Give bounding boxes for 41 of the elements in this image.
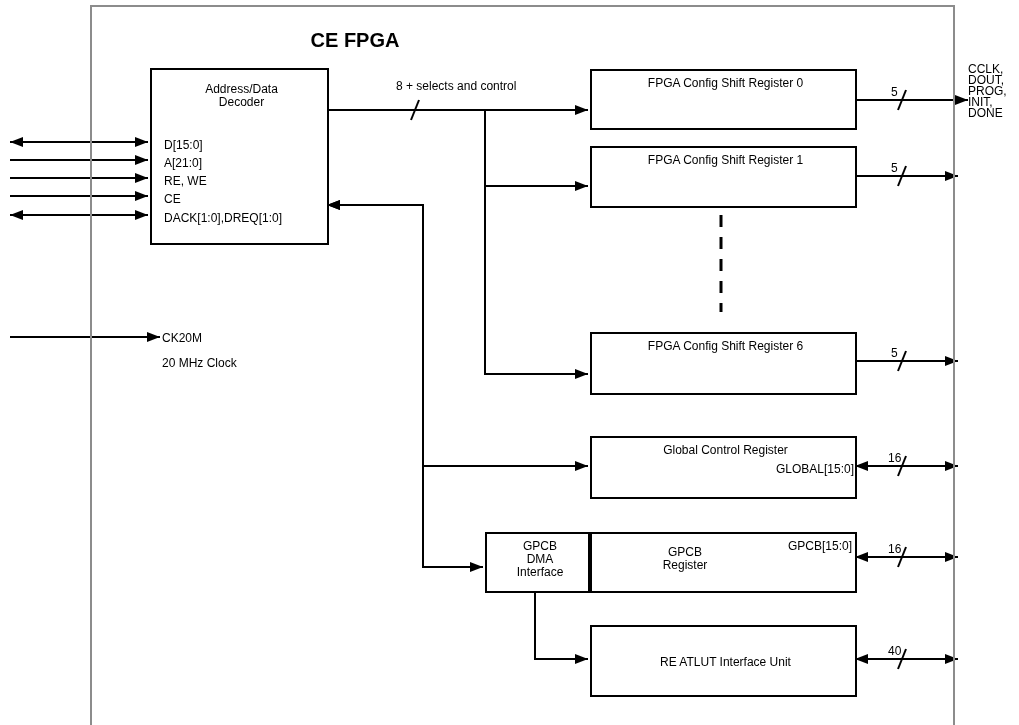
block-box <box>485 532 590 593</box>
block-box <box>590 146 857 208</box>
block-label: FPGA Config Shift Register 1 <box>646 154 805 167</box>
block-label: GPCB Register <box>661 546 709 572</box>
connector-arrow <box>9 155 149 165</box>
block-label: FPGA Config Shift Register 6 <box>646 340 805 353</box>
block-box <box>590 532 857 593</box>
pin-label: GLOBAL[15:0] <box>774 463 854 476</box>
pin-label: D[15:0] <box>164 139 204 152</box>
signal-label: CCLK, DOUT, PROG, INIT, DONE <box>968 64 1008 119</box>
pin-label: GPCB[15:0] <box>786 540 852 553</box>
block-box <box>150 68 329 245</box>
fpga-boundary <box>90 5 955 725</box>
pin-label: RE, WE <box>164 175 208 188</box>
edge-label: 5 <box>890 162 899 174</box>
edge-label: 5 <box>890 86 899 98</box>
edge-label: 8 + selects and control <box>395 80 518 92</box>
connector-arrow <box>9 137 149 147</box>
title: CE FPGA <box>309 29 401 51</box>
edge-label: 16 <box>887 543 903 555</box>
block-box <box>590 625 857 697</box>
pin-label: A[21:0] <box>164 157 204 170</box>
block-box <box>590 332 857 395</box>
pin-label: CE <box>164 193 182 206</box>
block-label: Global Control Register <box>662 444 789 457</box>
block-label: RE ATLUT Interface Unit <box>659 656 792 669</box>
block-box <box>590 69 857 130</box>
block-label: GPCB DMA Interface <box>515 540 565 579</box>
block-box <box>590 436 857 499</box>
connector-arrow <box>9 191 149 201</box>
edge-label: 40 <box>887 645 903 657</box>
pin-label: DACK[1:0],DREQ[1:0] <box>164 212 284 225</box>
connector-arrow <box>9 173 149 183</box>
signal-label: CK20M <box>162 332 203 345</box>
connector-arrow <box>9 210 149 220</box>
edge-label: 16 <box>887 452 903 464</box>
signal-caption: 20 MHz Clock <box>162 357 237 370</box>
block-label: Address/Data Decoder <box>204 83 279 109</box>
block-label: FPGA Config Shift Register 0 <box>646 77 805 90</box>
connector-arrow <box>9 332 161 342</box>
edge-label: 5 <box>890 347 899 359</box>
